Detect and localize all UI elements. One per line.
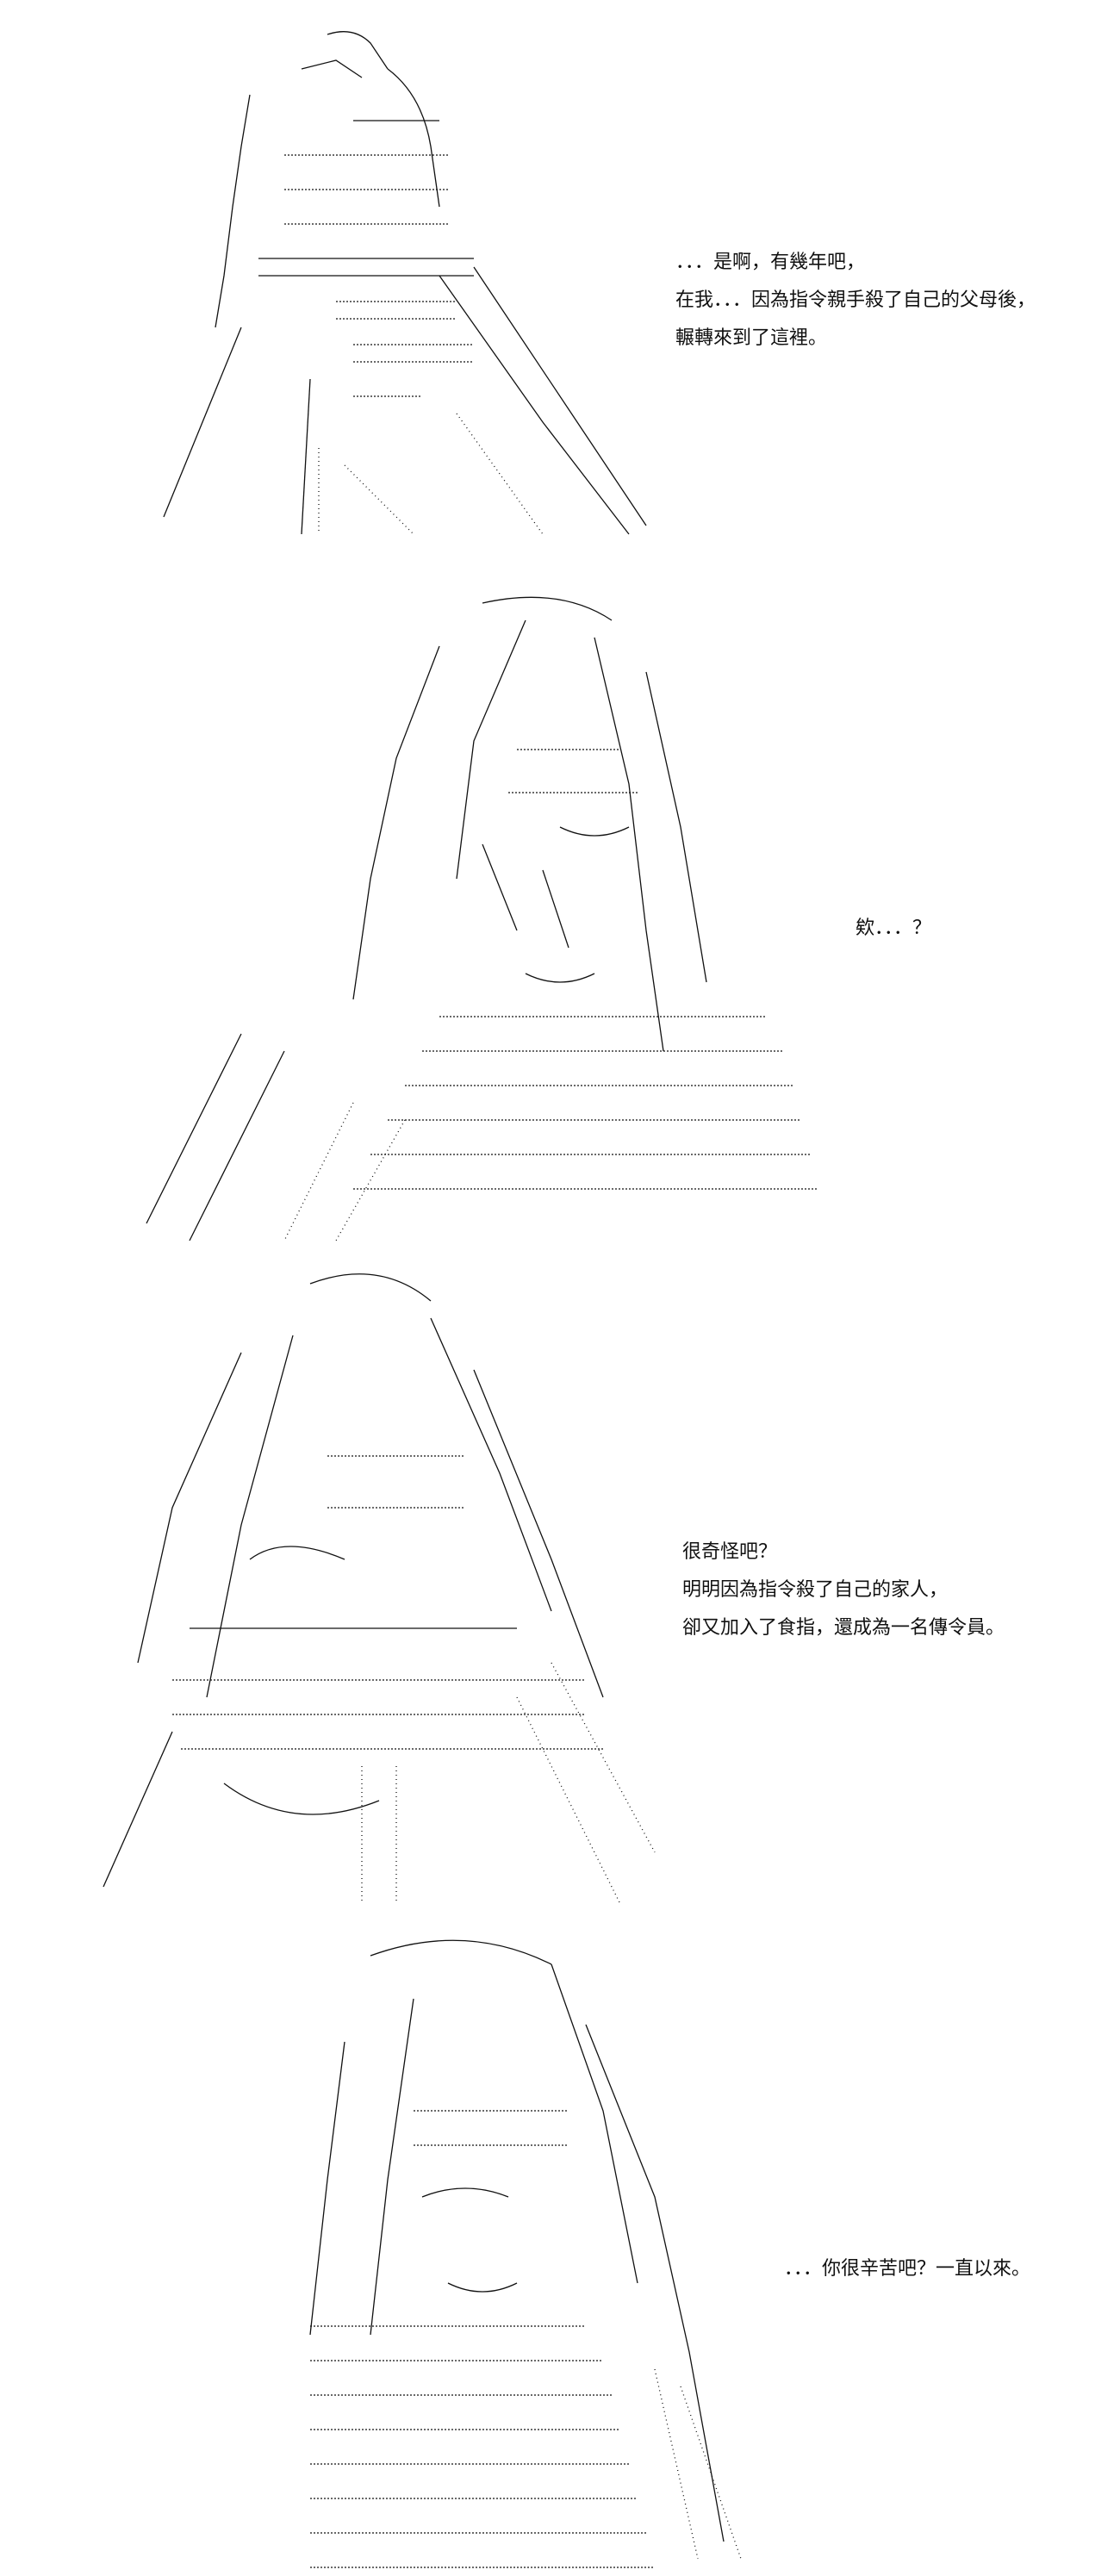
ascii-art-figure-leaning <box>103 1273 656 1905</box>
dialogue-line: 輾轉來到了這裡。 <box>675 327 828 349</box>
ascii-art-girl-gentle <box>309 1939 742 2568</box>
dialogue-text: ．．．你很辛苦吧？一直以來。 <box>784 2250 1030 2288</box>
dialogue-text: ．．．是啊，有幾年吧， 在我．．．因為指令親手殺了自己的父母後， 輾轉來到了這裡… <box>675 244 1036 358</box>
dialogue-text: 欸．．．？ <box>856 910 931 948</box>
panel-3: 很奇怪吧？ 明明因為指令殺了自己的家人， 卻又加入了食指，還成為一名傳令員。 <box>0 1232 1120 1913</box>
dialogue-line: 欸．．．？ <box>856 918 932 939</box>
ascii-art-girl-surprised <box>146 596 818 1241</box>
dialogue-line: ．．．是啊，有幾年吧， <box>675 252 866 273</box>
dialogue-line: 卻又加入了食指，還成為一名傳令員。 <box>682 1617 1005 1639</box>
dialogue-text: 很奇怪吧？ 明明因為指令殺了自己的家人， 卻又加入了食指，還成為一名傳令員。 <box>682 1534 1005 1647</box>
panel-1: ．．．是啊，有幾年吧， 在我．．．因為指令親手殺了自己的父母後， 輾轉來到了這裡… <box>0 0 1120 551</box>
dialogue-line: 在我．．．因為指令親手殺了自己的父母後， <box>675 289 1036 311</box>
ascii-art-figure-reading <box>163 31 647 535</box>
dialogue-line: ．．．你很辛苦吧？一直以來。 <box>784 2258 1031 2280</box>
panel-4: ．．．你很辛苦吧？一直以來。 <box>0 1913 1120 2576</box>
dialogue-line: 很奇怪吧？ <box>682 1541 778 1563</box>
dialogue-line: 明明因為指令殺了自己的家人， <box>682 1579 949 1601</box>
panel-2: 欸．．．？ <box>0 551 1120 1241</box>
